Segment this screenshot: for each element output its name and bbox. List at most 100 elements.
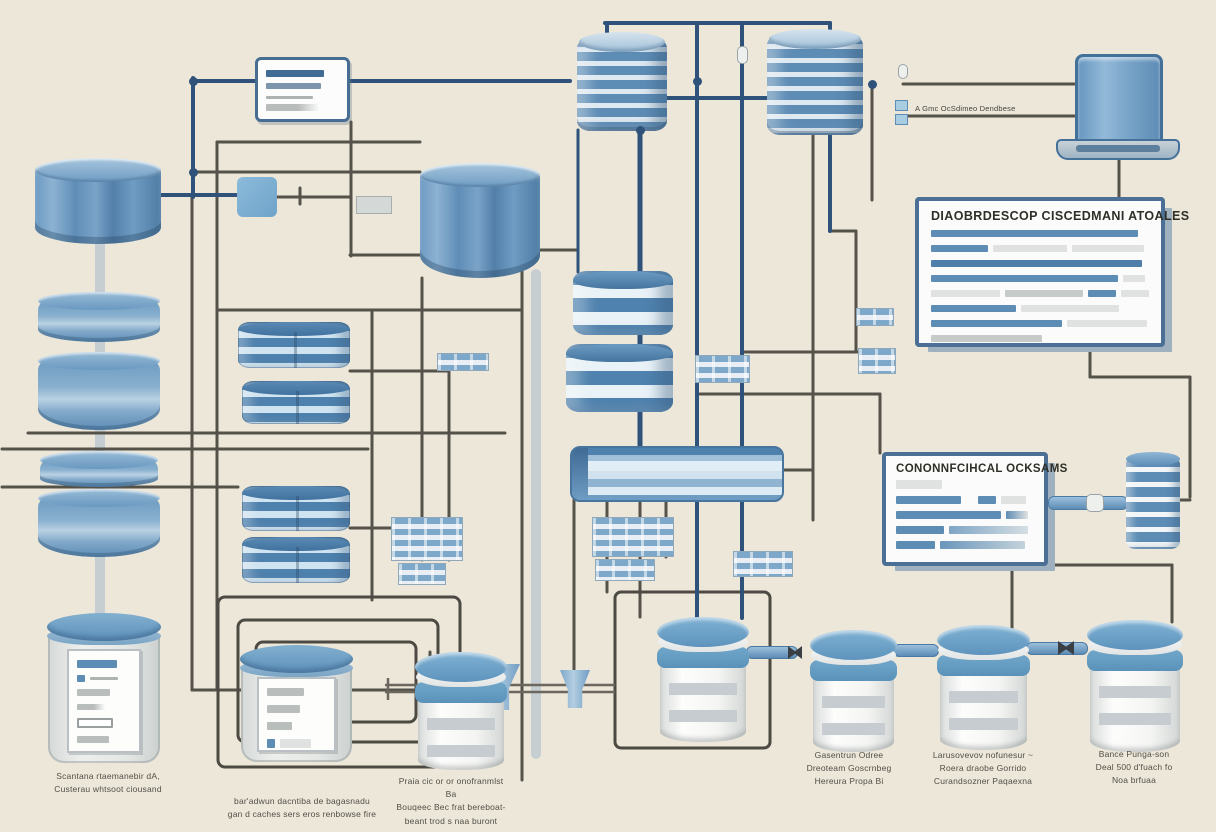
coil-cylinder xyxy=(767,29,863,135)
connector-rod xyxy=(1026,642,1088,655)
jar-document xyxy=(67,649,141,753)
panel-bar-row xyxy=(896,496,1034,504)
horizontal-bar-node xyxy=(570,446,784,502)
caption-line: bar'adwun dacntiba de bagasnadu xyxy=(234,796,370,806)
panel-bar-row xyxy=(931,305,1149,312)
panel-bar-row xyxy=(896,526,1034,534)
bar-segment xyxy=(977,496,996,504)
bar-segment xyxy=(267,705,301,713)
bar-segment xyxy=(77,736,110,743)
document-card xyxy=(255,57,350,122)
caption-line: Gasentrun Odree xyxy=(814,750,884,760)
bar-segment xyxy=(896,480,942,489)
caption-line: Curandsozner Paqaexna xyxy=(933,776,1033,787)
jar-band xyxy=(415,682,507,703)
panel-bar-row xyxy=(931,230,1149,237)
striped-cylinder xyxy=(573,271,673,335)
component-stack xyxy=(437,353,489,371)
bar-segment xyxy=(266,104,319,111)
caption-line: Custerau whtsoot ciousand xyxy=(54,784,162,795)
bar-segment xyxy=(266,83,322,89)
database-cylinder xyxy=(420,163,540,278)
bar-segment xyxy=(992,245,1067,252)
report-panel: DIAOBRDESCOP CISCEDMANI ATOALES xyxy=(915,197,1189,347)
disk-platter xyxy=(242,537,350,583)
caption-jar-a: Gasentrun Odree Dreoteam Goscrnbeg Hereu… xyxy=(798,749,900,789)
component-stack xyxy=(595,559,655,581)
doc-bar-row xyxy=(266,70,339,77)
bar-segment xyxy=(966,496,973,504)
bar-segment xyxy=(931,335,1043,342)
bar-segment xyxy=(949,526,1028,534)
disk-top xyxy=(38,352,160,370)
caption-jar-c: Bance Punga-son Deal 500 d'fuach fo Noa … xyxy=(1080,748,1188,788)
jar-lid xyxy=(1087,620,1183,650)
panel-bar-row xyxy=(931,260,1149,267)
panel-bar-row xyxy=(931,290,1149,297)
caption-frames: bar'adwun dacntiba de bagasnadu gan d ca… xyxy=(222,795,382,821)
disk-platter xyxy=(242,486,350,531)
jar-band xyxy=(810,660,897,681)
caption-line: Bance Punga-son xyxy=(1098,749,1170,759)
bar-segment xyxy=(896,526,945,534)
bar-segment xyxy=(896,496,961,504)
doc-bar-row xyxy=(267,705,326,713)
storage-jar xyxy=(810,630,897,752)
jar-lid xyxy=(937,625,1030,655)
laptop-screen xyxy=(1075,54,1163,146)
storage-jar xyxy=(415,652,507,770)
storage-jar xyxy=(657,617,749,742)
laptop-note-label: A Gmc OcSdimeo Dendbese xyxy=(915,104,1016,113)
storage-jar xyxy=(1087,620,1183,752)
jar-band xyxy=(937,655,1030,676)
jar-lid xyxy=(415,652,507,682)
disk-top xyxy=(38,489,160,507)
bar-segment xyxy=(931,245,988,252)
jar-stripes xyxy=(1099,686,1171,740)
bar-segment xyxy=(280,739,311,748)
bar-segment xyxy=(1123,275,1146,282)
database-disk xyxy=(38,489,160,557)
striped-cylinder xyxy=(566,344,673,412)
bar-segment xyxy=(266,95,313,99)
database-disk xyxy=(38,292,160,342)
caption-line: gan d caches sers eros renbowse fire xyxy=(227,809,377,820)
report-panel: CONONNFCIHCAL OCKSAMS xyxy=(882,452,1068,566)
frame-rect xyxy=(613,590,772,750)
cylinder-top xyxy=(35,158,161,182)
bar-segment xyxy=(77,689,111,696)
caption-line: Deal 500 d'fuach fo xyxy=(1095,762,1173,773)
jar-band xyxy=(1087,650,1183,671)
bar-segment xyxy=(266,70,325,77)
bar-segment xyxy=(77,718,113,728)
jar-stripes xyxy=(669,683,737,730)
storage-jar xyxy=(937,625,1030,750)
ringed-cylinder xyxy=(1126,452,1180,549)
jar-stripes xyxy=(949,691,1018,738)
doc-bar-row xyxy=(266,95,339,99)
component-stack xyxy=(398,563,446,585)
doc-bar-row xyxy=(267,722,326,730)
bar-segment xyxy=(77,660,117,668)
panel-title: CONONNFCIHCAL OCKSAMS xyxy=(896,463,1068,475)
bar-segment xyxy=(1071,245,1144,252)
junction-dot xyxy=(636,126,645,135)
connector-capsule xyxy=(898,64,908,79)
bar-segment xyxy=(931,320,1062,327)
disk-platter xyxy=(238,322,350,368)
panel-bar-row xyxy=(896,511,1034,519)
bar-segment xyxy=(1000,496,1026,504)
bar-segment xyxy=(931,275,1119,282)
doc-bar-row xyxy=(266,104,339,111)
bar-segment xyxy=(931,230,1139,237)
connector-rod xyxy=(893,644,939,657)
caption-line: Scantana rtaemanebir dA, xyxy=(56,771,160,781)
caption-line: beant trod s naa buront xyxy=(404,815,498,826)
caption-jar-small: Praia cic or or onofranmlst Ba Bouqeec B… xyxy=(396,775,506,828)
panel-bar-row xyxy=(931,320,1149,327)
jar-body xyxy=(1090,656,1180,752)
caption-line: Noa brfuaa xyxy=(1111,775,1157,786)
doc-bar-row xyxy=(77,704,131,710)
bar-segment xyxy=(1120,290,1149,297)
